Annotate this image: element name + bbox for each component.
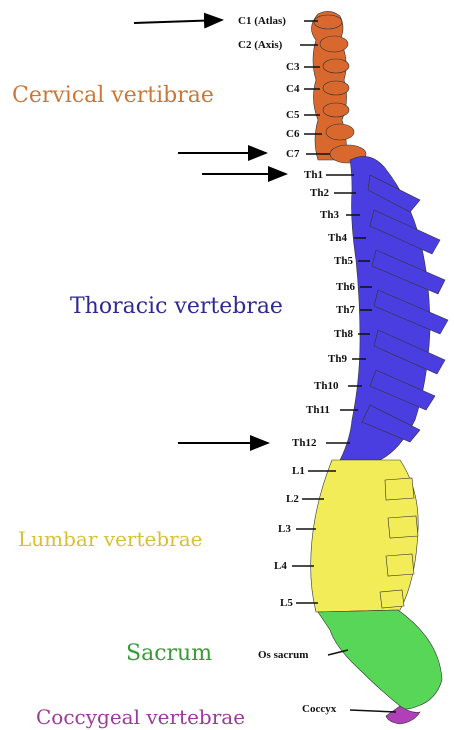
label-os-sacrum: Os sacrum — [258, 649, 308, 661]
cervical-spine-illustration — [311, 11, 366, 163]
sacrum-illustration — [318, 610, 442, 709]
label-l3: L3 — [278, 523, 291, 535]
label-th3: Th3 — [320, 209, 339, 221]
label-th1: Th1 — [304, 169, 323, 181]
label-th8: Th8 — [334, 328, 353, 340]
thoracic-region-label: Thoracic vertebrae — [70, 294, 283, 319]
label-c5: C5 — [286, 109, 300, 121]
label-c6: C6 — [286, 128, 300, 140]
label-l2: L2 — [286, 493, 299, 505]
label-c2: C2 (Axis) — [238, 39, 283, 51]
label-c3: C3 — [286, 61, 300, 73]
label-coccyx: Coccyx — [302, 703, 337, 715]
lumbar-spine-illustration — [311, 460, 419, 612]
sacrum-region-label: Sacrum — [126, 641, 212, 666]
label-th5: Th5 — [334, 255, 353, 267]
label-c4: C4 — [286, 83, 300, 95]
thoracic-spine-illustration — [340, 156, 448, 460]
arrow-c1 — [134, 20, 222, 23]
label-th4: Th4 — [328, 232, 347, 244]
label-th9: Th9 — [328, 353, 347, 365]
label-c1: C1 (Atlas) — [238, 15, 286, 27]
lumbar-region-label: Lumbar vertebrae — [18, 527, 202, 551]
label-th6: Th6 — [336, 281, 355, 293]
label-th7: Th7 — [336, 304, 355, 316]
coccyx-illustration — [386, 706, 420, 724]
label-c7: C7 — [286, 148, 300, 160]
label-th12: Th12 — [292, 437, 317, 449]
label-l5: L5 — [280, 597, 293, 609]
label-th11: Th11 — [306, 404, 330, 416]
coccygeal-region-label: Coccygeal vertebrae — [36, 705, 245, 729]
label-l1: L1 — [292, 465, 305, 477]
label-l4: L4 — [274, 560, 287, 572]
label-th2: Th2 — [310, 187, 329, 199]
label-th10: Th10 — [314, 380, 339, 392]
cervical-region-label: Cervical vertibrae — [12, 83, 214, 108]
